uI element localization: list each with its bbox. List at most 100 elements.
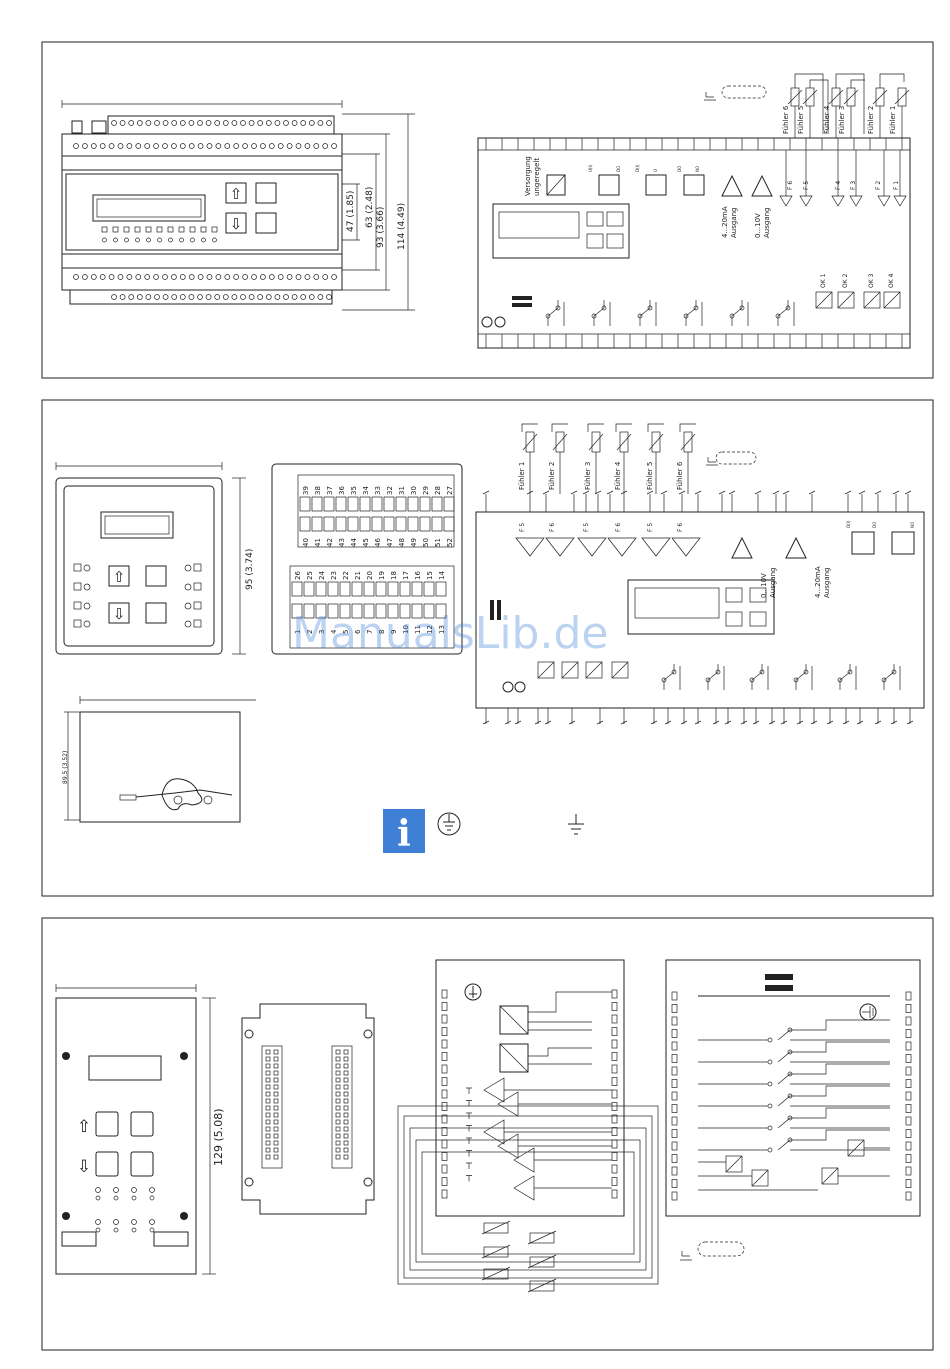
terminal-bottom-box [375, 581, 387, 597]
terminal-bottom2-box [435, 603, 447, 619]
input-triangle [577, 537, 607, 557]
opto-box [751, 1169, 769, 1187]
input-triangle [877, 195, 891, 207]
sensor-wire [647, 423, 664, 494]
pin [273, 1147, 279, 1153]
dim-129: 129 (5.08) [212, 1108, 225, 1166]
relay-contact [777, 300, 795, 326]
led-dot [212, 237, 217, 243]
led-dot [113, 1187, 119, 1193]
terminal-bottom2-box [399, 603, 411, 619]
terminal-mark [780, 720, 788, 725]
terminal-top2-box [431, 516, 443, 532]
terminal-screws [73, 120, 337, 300]
terminal-mark [650, 720, 658, 725]
resistor-symbol [529, 1232, 555, 1244]
dim-114: 114 (4.49) [397, 203, 407, 250]
sensor-label: Fühler 6 [676, 461, 684, 490]
screw-bottom [171, 294, 178, 300]
terminal-bottom-number: 25 [306, 571, 314, 580]
terminal-bottom-box [399, 581, 411, 597]
pin [265, 1049, 271, 1055]
contact-point [767, 1037, 773, 1043]
contact-point [545, 313, 551, 319]
terminal-bottom-number: 16 [414, 571, 422, 580]
led-indicator [178, 226, 185, 233]
terminal-top-box [431, 496, 443, 512]
terminal-mark [482, 720, 490, 725]
resistor-arrow [552, 433, 568, 451]
screw-bottom [291, 294, 298, 300]
f-label: F 6 [677, 523, 684, 532]
pin [273, 1084, 279, 1090]
status-leds [73, 563, 202, 628]
terminal-top-box [347, 496, 359, 512]
pin [265, 1056, 271, 1062]
opto-diag [821, 1167, 839, 1185]
terminal-top2-box [347, 516, 359, 532]
terminal-mark [796, 720, 804, 725]
terminal-top-number: 36 [338, 486, 346, 495]
terminal-pin [611, 989, 618, 999]
f-label: F 6 [549, 523, 556, 532]
pin [335, 1147, 341, 1153]
terminal-top-number: 30 [410, 486, 418, 495]
ok-label: OK 2 [842, 273, 849, 288]
screw-top [265, 120, 272, 126]
screw-top [145, 120, 152, 126]
led-dot [95, 1219, 101, 1225]
screw-bottom [317, 294, 324, 300]
terminal-pin [611, 1077, 618, 1086]
screw-row2 [295, 143, 302, 149]
led-circle [184, 620, 192, 628]
contact-point [647, 305, 653, 311]
pin [335, 1049, 341, 1055]
terminal-pin [441, 1127, 448, 1136]
rear-terminal-pins [265, 1049, 349, 1160]
led-square [73, 601, 82, 610]
terminal-pin [905, 1079, 912, 1088]
led-dot [113, 1219, 119, 1225]
terminal-bottom-number: 18 [390, 571, 398, 580]
wiring-diagram-2 [475, 451, 925, 709]
screw-row3 [108, 274, 115, 280]
led-indicator [145, 226, 152, 233]
relay-contact [639, 300, 657, 326]
terminal-mark [544, 720, 552, 725]
terminal-bottom2-number: 8 [378, 630, 386, 634]
sensor-label: Fühler 2 [867, 106, 875, 134]
terminal-mark [874, 490, 882, 495]
pin [265, 1105, 271, 1111]
f-label: F 5 [647, 523, 654, 532]
supply-label-2: ungeregelt [533, 158, 541, 196]
relay-line [698, 1107, 890, 1129]
terminal-bottom-box [423, 581, 435, 597]
pin [343, 1091, 349, 1097]
pin [335, 1105, 341, 1111]
terminal-pin [671, 1154, 678, 1163]
terminal-bottom2-number: 4 [330, 629, 338, 634]
pin [335, 1112, 341, 1118]
opto-box [611, 661, 629, 679]
contact-point [555, 305, 561, 311]
screw-row2 [90, 143, 97, 149]
f-label: F 4 [835, 181, 842, 190]
led-dot [124, 237, 129, 243]
terminal-mark [892, 490, 900, 495]
top-terminals-2 [482, 490, 912, 512]
screw-row2 [260, 143, 266, 149]
led-circle [83, 564, 91, 572]
sensor-wire [679, 423, 696, 494]
terminal-pin [611, 1102, 618, 1111]
screw-top [300, 120, 307, 126]
sensor-wire [551, 423, 568, 494]
ground-tick [466, 1175, 472, 1182]
terminal-top-number: 27 [446, 486, 454, 495]
screw-bottom [136, 294, 143, 300]
opto-diag [837, 291, 855, 309]
screw-top [248, 120, 255, 126]
relay-contact [883, 664, 901, 690]
relay-contact [751, 664, 769, 690]
